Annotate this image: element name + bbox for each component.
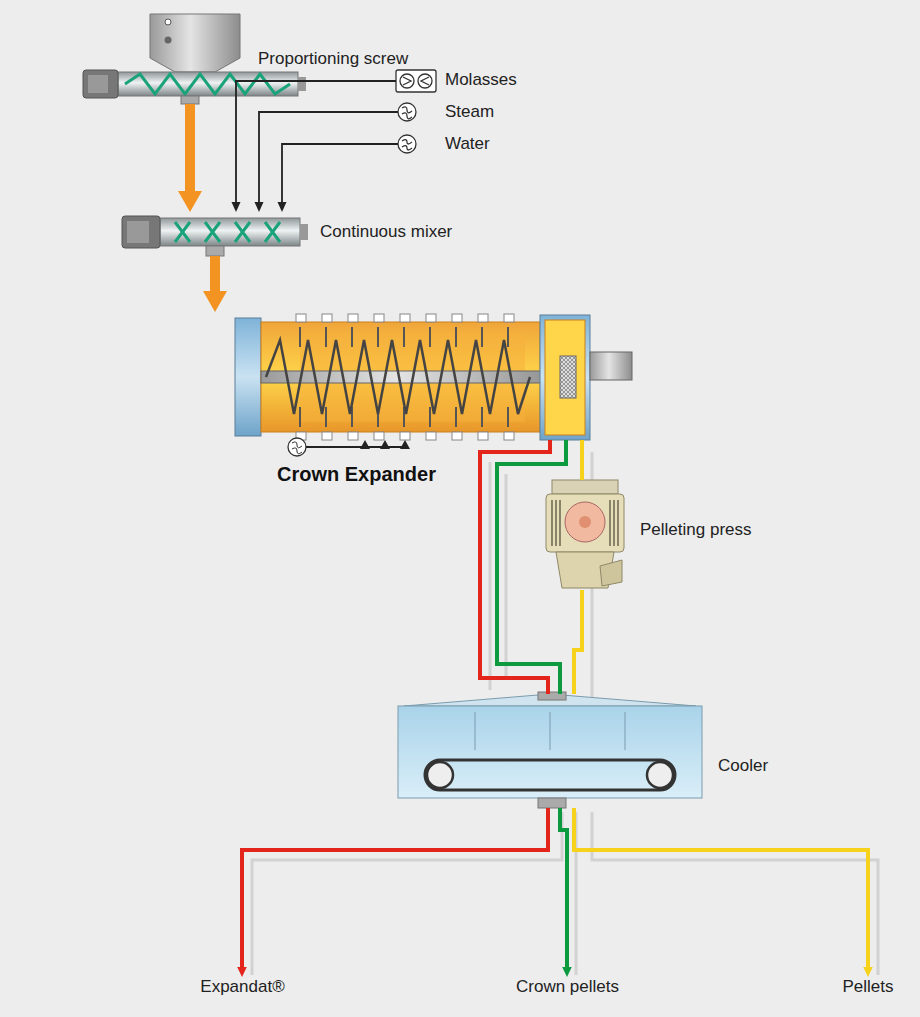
equipment-label: Expandat® <box>200 977 284 997</box>
equipment-label: Pellets <box>842 977 893 997</box>
flow-line <box>237 808 548 977</box>
flow-line <box>582 440 583 480</box>
equipment-label: Proportioning screw <box>258 49 408 69</box>
flow-line <box>574 808 873 977</box>
flow-line <box>560 808 572 977</box>
pelleting-press: Pelleting press <box>546 480 624 590</box>
equipment-label: Crown pellets <box>516 977 619 997</box>
product-output: Crown pellets <box>514 977 621 997</box>
steam-feed: Steam <box>398 103 416 121</box>
product-output: Expandat® <box>198 977 287 997</box>
flow-line <box>278 144 399 212</box>
flow-line <box>232 81 397 212</box>
molasses-pump: Molasses <box>396 70 436 92</box>
equipment-label: Cooler <box>718 756 768 776</box>
flow-line <box>203 256 227 312</box>
equipment-label: Water <box>445 134 490 154</box>
product-output: Pellets <box>840 977 896 997</box>
equipment-label: Pelleting press <box>640 520 752 540</box>
flow-line <box>497 440 566 694</box>
equipment-label: Continuous mixer <box>320 222 452 242</box>
water-feed: Water <box>398 135 416 153</box>
cooler: Cooler <box>398 694 702 808</box>
flow-line <box>255 112 399 212</box>
flow-line <box>574 590 582 694</box>
equipment-label: Molasses <box>445 70 517 90</box>
flow-line <box>480 440 550 694</box>
equipment-label: Steam <box>445 102 494 122</box>
proportioning-screw: Proportioning screw <box>83 12 306 104</box>
continuous-mixer: Continuous mixer <box>122 212 308 256</box>
flow-line <box>178 104 202 212</box>
crown-expander: Crown Expander <box>235 312 590 440</box>
equipment-label: Crown Expander <box>277 462 436 486</box>
